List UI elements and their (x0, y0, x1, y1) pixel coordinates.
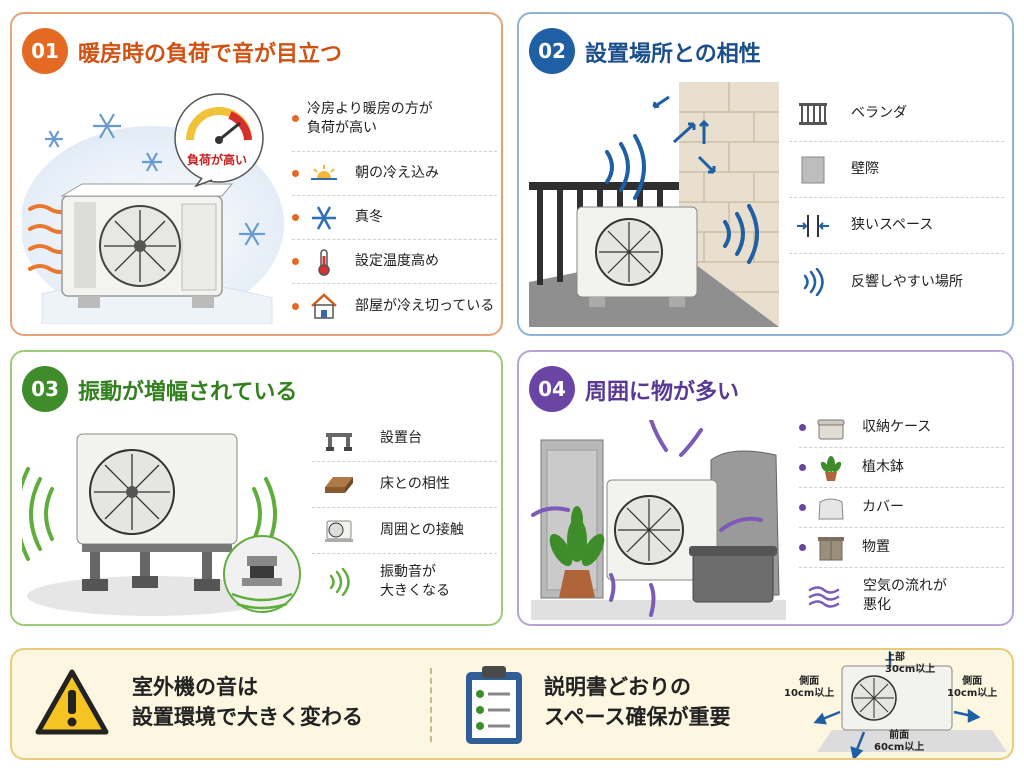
cover-icon (814, 493, 848, 523)
list-item: 周囲との接触 (312, 508, 497, 554)
list-item: 朝の冷え込み (292, 152, 497, 196)
stand-icon (312, 424, 366, 454)
panel-title: 暖房時の負荷で音が目立つ (78, 42, 343, 67)
panel-number: 04 (529, 366, 575, 412)
panel-number: 03 (22, 366, 68, 412)
thermometer-icon (307, 247, 341, 277)
clearance-front-label: 前面 60cm以上 (874, 730, 925, 753)
heating-load-list: 冷房より暖房の方が 負荷が高い 朝の冷え込み 真冬 設定温度高め 部屋が冷え切っ… (292, 86, 497, 328)
clearance-top-label: 上部 30cm以上 (885, 652, 936, 675)
unit-contact-icon (312, 516, 366, 546)
panel-heating-load: 01 暖房時の負荷で音が目立つ (10, 12, 503, 336)
panel-title: 周囲に物が多い (585, 380, 740, 405)
list-item: ベランダ (789, 86, 1004, 142)
summary-bar: 室外機の音は 設置環境で大きく変わる 説明書どおりの スペース確保が重要 上部 … (10, 648, 1014, 760)
list-item: 植木鉢 (799, 448, 1004, 488)
wall-icon (789, 155, 837, 185)
list-item: カバー (799, 488, 1004, 528)
snowflake-icon (307, 203, 341, 233)
summary-right-text: 説明書どおりの スペース確保が重要 (544, 675, 731, 730)
shed-icon (814, 533, 848, 563)
list-item: 狭いスペース (789, 198, 1004, 254)
balcony-icon (789, 99, 837, 129)
clearance-right-label: 側面 10cm以上 (947, 676, 998, 699)
list-item: 設定温度高め (292, 240, 497, 284)
panel-number: 02 (529, 28, 575, 74)
list-item: 振動音が 大きくなる (312, 554, 497, 610)
sunrise-icon (307, 159, 341, 189)
panel-surrounding-objects: 04 周囲に物が多い 収納ケース 植木鉢 (517, 350, 1014, 626)
floor-board-icon (312, 470, 366, 500)
objects-list: 収納ケース 植木鉢 カバー 物置 空気の流れが 悪化 (799, 408, 1004, 624)
list-item: 設置台 (312, 416, 497, 462)
clipboard-checklist-icon (466, 666, 522, 744)
potted-plant-icon (814, 453, 848, 483)
panel-title: 振動が増幅されている (78, 380, 298, 405)
balcony-wall-illustration (529, 82, 779, 327)
panel-number: 01 (22, 28, 68, 74)
list-item: 収納ケース (799, 408, 1004, 448)
bullet-dot (292, 115, 299, 122)
list-item: 床との相性 (312, 462, 497, 508)
list-item: 物置 (799, 528, 1004, 568)
vibration-list: 設置台 床との相性 周囲との接触 振動音が 大きくなる (312, 416, 497, 610)
vibrating-unit-illustration (22, 433, 301, 616)
clearance-diagram (813, 652, 1007, 758)
crowded-unit-illustration (531, 420, 786, 620)
narrow-space-icon (789, 211, 837, 241)
sound-wave-icon (789, 267, 837, 297)
panel-installation-location: 02 設置場所との相性 (517, 12, 1014, 336)
summary-left-text: 室外機の音は 設置環境で大きく変わる (132, 675, 363, 730)
storage-box-icon (814, 413, 848, 443)
panel-title: 設置場所との相性 (585, 42, 761, 67)
list-item: 部屋が冷え切っている (292, 284, 497, 328)
list-item: 空気の流れが 悪化 (799, 568, 1004, 624)
clearance-left-label: 側面 10cm以上 (784, 676, 835, 699)
load-gauge-icon (174, 93, 264, 187)
cold-house-icon (307, 291, 341, 321)
divider (430, 668, 432, 742)
panel-vibration: 03 振動が増幅されている 設置台 床との相性 (10, 350, 503, 626)
gauge-label: 負荷が高い (187, 153, 248, 167)
airflow-icon (799, 581, 849, 611)
location-list: ベランダ 壁際 狭いスペース 反響しやすい場所 (789, 86, 1004, 310)
warning-icon (35, 669, 109, 735)
list-item: 壁際 (789, 142, 1004, 198)
list-item: 真冬 (292, 196, 497, 240)
list-item: 冷房より暖房の方が 負荷が高い (292, 86, 497, 152)
vibration-icon (312, 567, 366, 597)
list-item: 反響しやすい場所 (789, 254, 1004, 310)
